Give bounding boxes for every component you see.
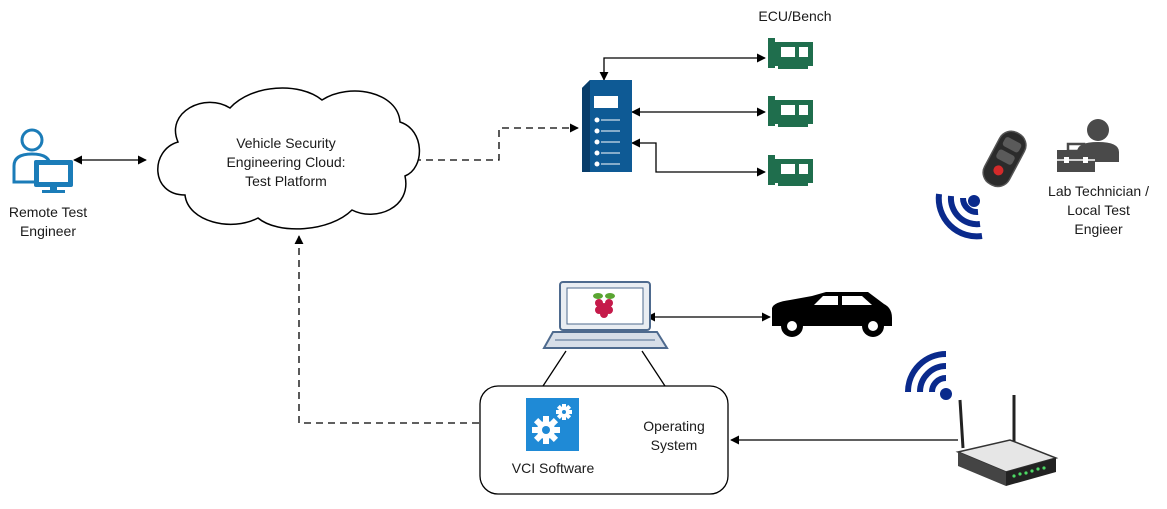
connector-server-ecu-bottom	[631, 138, 766, 177]
cloud-label-line3: Test Platform	[245, 173, 327, 189]
lab-technician-label-line1: Lab Technician /	[1048, 183, 1149, 199]
operating-system-label-line2: System	[650, 437, 698, 453]
connector-laptop-os-right	[641, 350, 666, 387]
cloud-label: Vehicle Security Engineering Cloud: Test…	[196, 134, 376, 191]
cloud-label-line1: Vehicle Security	[236, 135, 336, 151]
laptop-icon	[542, 281, 669, 349]
wifi-router-icon	[955, 395, 1059, 486]
wireless-signal-icon	[935, 193, 983, 240]
connector-server-ecu-top	[599, 53, 766, 81]
circuit-board-icon	[768, 155, 813, 186]
person-with-toolbox-icon	[1057, 119, 1119, 172]
connector-cloud-vci	[294, 235, 525, 428]
circuit-board-icon	[768, 38, 813, 69]
operating-system-label-line1: Operating	[643, 418, 705, 434]
raspberry-pi-icon	[593, 293, 615, 318]
lab-technician-label-line2: Local Test	[1067, 202, 1130, 218]
connector-laptop-os-left	[542, 350, 567, 387]
remote-engineer-label: Remote Test Engineer	[0, 203, 96, 241]
connector-cloud-server	[389, 123, 579, 165]
operating-system-label: Operating System	[624, 417, 724, 455]
vci-software-label: VCI Software	[511, 460, 595, 476]
ecu-bench-label: ECU/Bench	[758, 8, 832, 24]
cloud-icon	[157, 87, 421, 230]
car-icon	[772, 292, 892, 337]
server-rack-icon	[582, 80, 632, 172]
gears-icon	[526, 398, 579, 451]
wifi-signal-icon	[905, 351, 952, 400]
person-at-computer-icon	[12, 128, 73, 193]
cloud-label-line2: Engineering Cloud:	[226, 154, 346, 170]
key-fob-icon	[982, 130, 1027, 188]
remote-engineer-label-line1: Remote Test	[8, 204, 88, 220]
remote-engineer-label-line2: Engineer	[19, 223, 77, 239]
lab-technician-label: Lab Technician / Local Test Engieer	[1030, 182, 1167, 239]
lab-technician-label-line3: Engieer	[1074, 221, 1123, 237]
circuit-board-icon	[768, 96, 813, 127]
